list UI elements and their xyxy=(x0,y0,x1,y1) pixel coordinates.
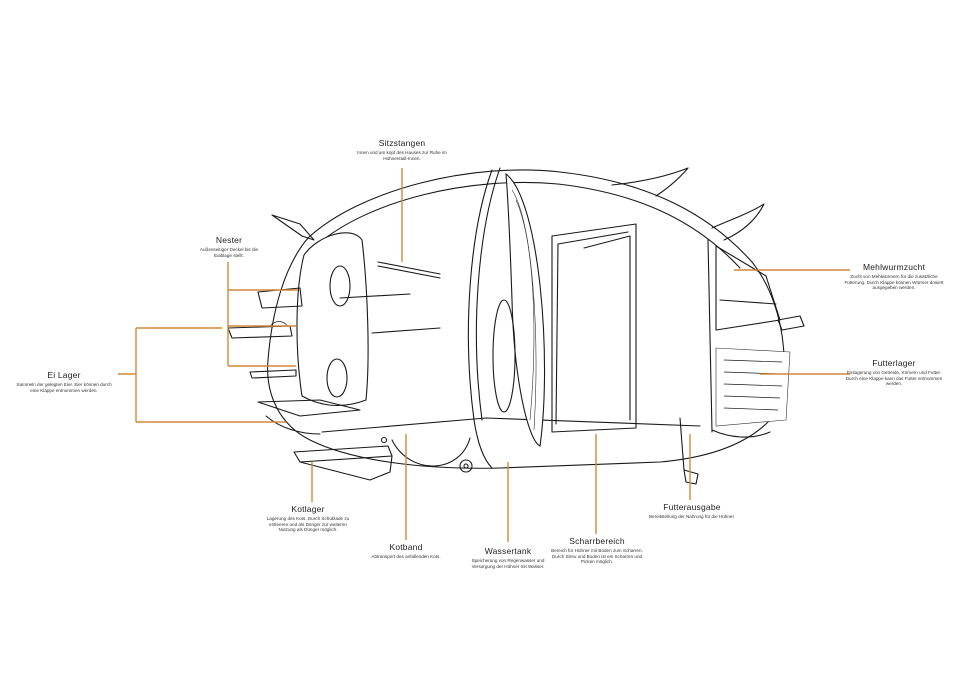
scharrbereich-title: Scharrbereich xyxy=(569,536,625,546)
label-eilager: Ei Lager Sammeln der gelegten Eier. Eier… xyxy=(14,370,114,393)
eilager-desc: Sammeln der gelegten Eier. Eier können d… xyxy=(16,382,112,393)
coop-hull xyxy=(267,169,785,469)
scratch-area-frame xyxy=(551,223,637,433)
label-kotband: Kotband Abtransport des anfallenden Kots… xyxy=(364,542,448,560)
label-sitzstangen: Sitzstangen Innen und am kopf des Hauses… xyxy=(352,138,452,161)
futterausgabe-title: Futterausgabe xyxy=(663,502,721,512)
eilager-title: Ei Lager xyxy=(47,370,81,380)
scharrbereich-desc: Bereich für Hühner mit Boden zum Scharre… xyxy=(551,548,643,565)
futterlager-title: Futterlager xyxy=(872,358,916,368)
label-mehlwurmzucht: Mehlwurmzucht Zucht von Mehlwürmern für … xyxy=(844,262,944,291)
right-compartments xyxy=(707,239,805,438)
futterausgabe-desc: Bereitstellung der Nahrung für die Hühne… xyxy=(648,514,736,519)
floor-and-belt xyxy=(321,417,701,473)
leader-lines xyxy=(118,168,850,542)
egg-store-tray xyxy=(257,399,361,435)
nests xyxy=(227,287,303,379)
label-kotlager: Kotlager Lagerung des Kots. Durch Schubl… xyxy=(260,504,356,533)
label-scharrbereich: Scharrbereich Bereich für Hühner mit Bod… xyxy=(550,536,644,565)
futterlager-desc: Einlagerung von Getreide, Körnern und Fu… xyxy=(845,370,943,387)
feed-dispenser xyxy=(679,417,699,485)
nester-desc: Außenseitiger Deckel bis die Eiablage st… xyxy=(199,247,259,258)
label-nester: Nester Außenseitiger Deckel bis die Eiab… xyxy=(194,235,264,258)
sitzstangen-desc: Innen und am kopf des Hauses zur Ruhe im… xyxy=(357,150,447,161)
perches xyxy=(339,261,441,334)
wassertank-title: Wassertank xyxy=(484,546,532,556)
sitzstangen-title: Sitzstangen xyxy=(378,138,426,148)
mehlwurmzucht-desc: Zucht von Mehlwürmern für die zusätzlich… xyxy=(844,274,944,291)
top-fins xyxy=(271,167,765,241)
leader-eilager xyxy=(118,327,286,423)
manure-drawer xyxy=(293,445,393,481)
kotband-desc: Abtransport des anfallenden Kots. xyxy=(371,554,441,559)
kotband-title: Kotband xyxy=(389,542,423,552)
left-wall-panel xyxy=(296,232,369,406)
label-wassertank: Wassertank Speicherung von Regenwasser u… xyxy=(466,546,550,569)
wassertank-desc: Speicherung von Regenwasser und Versorgu… xyxy=(471,558,545,569)
label-futterlager: Futterlager Einlagerung von Getreide, Kö… xyxy=(844,358,944,387)
kotlager-title: Kotlager xyxy=(291,504,325,514)
mehlwurmzucht-title: Mehlwurmzucht xyxy=(862,262,926,272)
kotlager-desc: Lagerung des Kots. Durch Schublade zu en… xyxy=(266,516,350,533)
leader-nester xyxy=(227,262,298,367)
label-futterausgabe: Futterausgabe Bereitstellung der Nahrung… xyxy=(644,502,740,520)
central-partition xyxy=(467,167,546,469)
nester-title: Nester xyxy=(215,235,243,245)
